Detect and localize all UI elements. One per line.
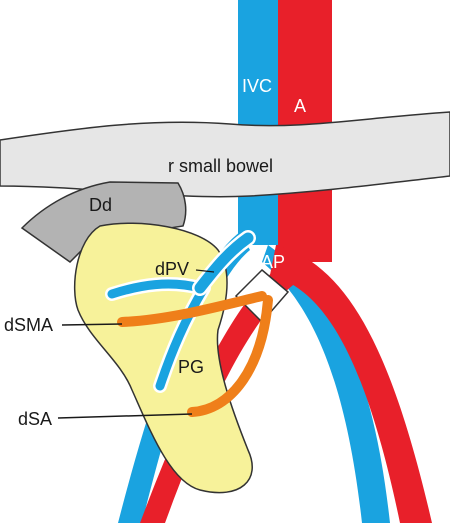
dsma-label: dSMA xyxy=(4,315,53,335)
duodenum-label: Dd xyxy=(89,195,112,215)
dsma-leader-line xyxy=(61,323,123,326)
donor-sma xyxy=(117,291,267,327)
duodenum-segment xyxy=(20,181,187,263)
right-iliac-artery xyxy=(270,245,432,523)
dap-label: dAP xyxy=(251,252,285,272)
dsa-label: dSA xyxy=(18,409,52,429)
dpv-leader-line xyxy=(195,269,215,273)
aorta-label: A xyxy=(294,96,306,116)
donor-splenic-artery xyxy=(187,295,273,417)
dpv-label: dPV xyxy=(155,259,189,279)
donor-portal-vein xyxy=(105,230,256,393)
small-bowel xyxy=(0,111,450,198)
left-iliac-vein xyxy=(118,232,250,523)
bowel-label: r small bowel xyxy=(168,156,273,176)
right-iliac-vein xyxy=(262,245,390,523)
dsa-leader-line xyxy=(57,413,193,419)
pg-label: PG xyxy=(178,357,204,377)
ivc-label: IVC xyxy=(242,76,272,96)
ivc-trunk xyxy=(238,0,278,245)
